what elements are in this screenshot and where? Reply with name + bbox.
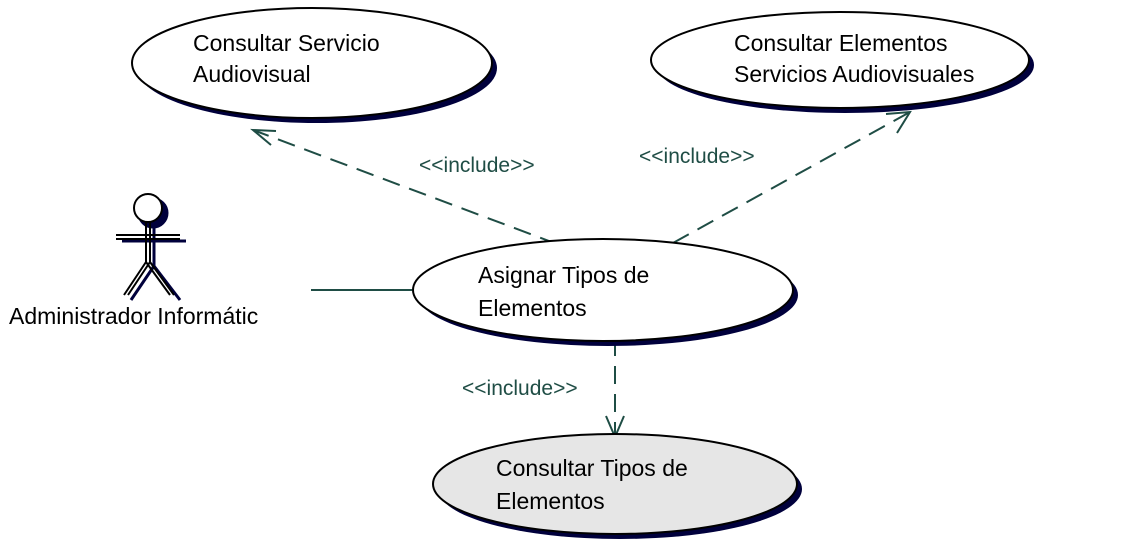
use-case-label-line1: Asignar Tipos de xyxy=(478,262,649,288)
use-case-ellipse xyxy=(432,433,798,535)
use-case-ellipse xyxy=(412,238,794,342)
actor-administrador[interactable]: Administrador Informátic xyxy=(9,193,258,329)
use-case-label-line1: Consultar Tipos de xyxy=(496,455,688,481)
use-case-ellipse xyxy=(650,11,1030,109)
actor-figure xyxy=(116,193,180,296)
use-case-consultar-servicio-audiovisual[interactable]: Consultar Servicio Audiovisual xyxy=(131,7,497,123)
include-relation-right xyxy=(672,110,912,244)
use-case-asignar-tipos-elementos[interactable]: Asignar Tipos de Elementos xyxy=(412,238,798,346)
use-case-consultar-elementos-servicios[interactable]: Consultar Elementos Servicios Audiovisua… xyxy=(650,11,1034,113)
use-case-label-line1: Consultar Elementos xyxy=(734,30,948,56)
include-label-bottom: <<include>> xyxy=(462,377,578,400)
use-case-consultar-tipos-elementos[interactable]: Consultar Tipos de Elementos xyxy=(432,433,802,539)
use-case-label-line2: Audiovisual xyxy=(193,61,311,87)
use-case-label-line1: Consultar Servicio xyxy=(193,30,380,56)
actor-name-label: Administrador Informátic xyxy=(9,303,258,329)
include-relation-bottom xyxy=(605,338,625,440)
use-case-label-line2: Elementos xyxy=(496,488,605,514)
include-label-left: <<include>> xyxy=(419,154,535,177)
use-case-ellipse xyxy=(131,7,493,119)
include-relation-left xyxy=(250,128,558,245)
use-case-label-line2: Servicios Audiovisuales xyxy=(734,61,974,87)
include-label-right: <<include>> xyxy=(639,145,755,168)
use-case-label-line2: Elementos xyxy=(478,295,587,321)
